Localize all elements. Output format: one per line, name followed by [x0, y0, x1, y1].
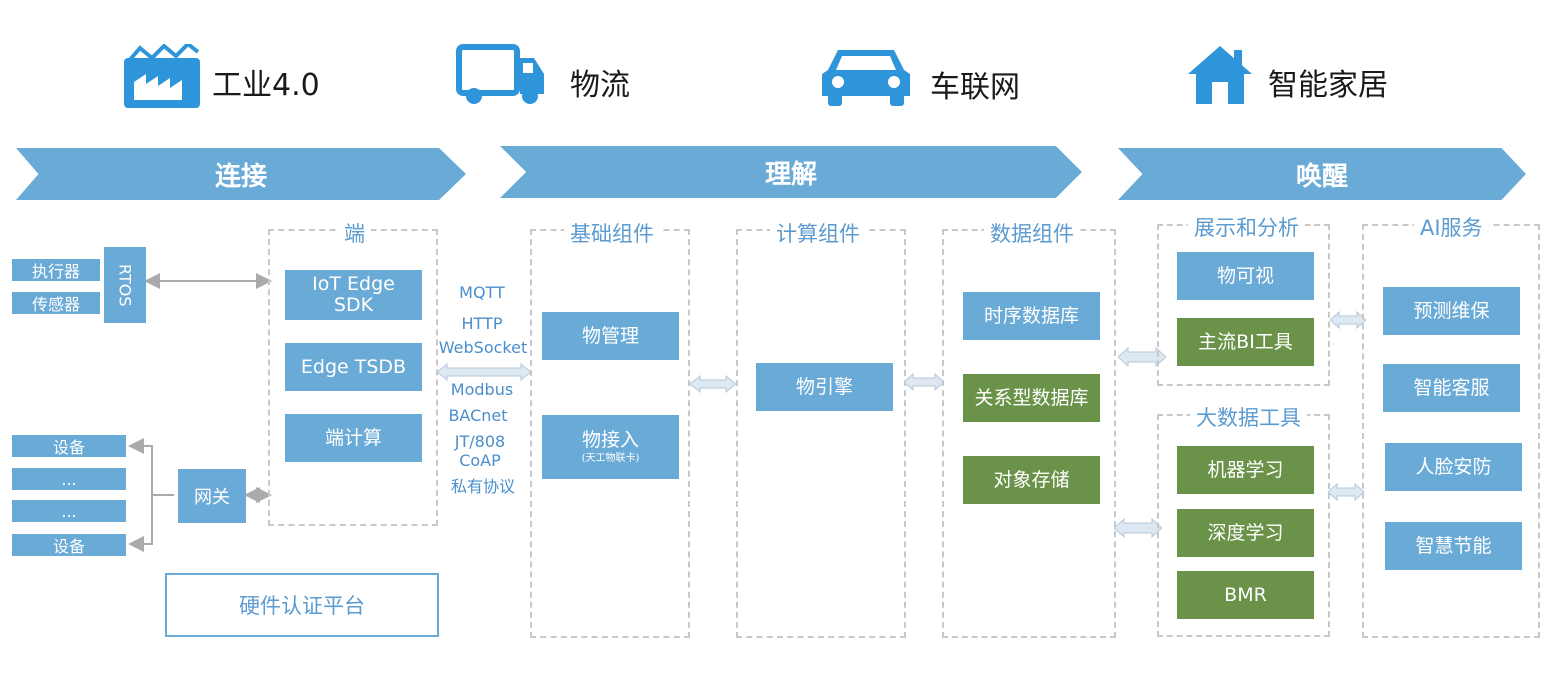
bigdata-group-title: 大数据工具 [1190, 402, 1307, 432]
object-storage-box: 对象存储 [963, 456, 1100, 504]
thing-manage-label: 物管理 [581, 324, 639, 347]
protocol-label: MQTT [459, 283, 505, 302]
gateway-box: 网关 [178, 469, 246, 523]
machine-learning-label: 机器学习 [1207, 458, 1284, 481]
energy-saving-box: 智慧节能 [1385, 522, 1522, 570]
device-ellipsis: ... [12, 468, 126, 490]
bi-tools-box: 主流BI工具 [1177, 318, 1314, 366]
tsdb-label: 时序数据库 [983, 304, 1079, 327]
basic-group-title: 基础组件 [564, 218, 660, 248]
edge-compute-box: 端计算 [285, 414, 422, 462]
rtos-box: RTOS [104, 247, 146, 323]
device-item: 设备 [12, 435, 126, 457]
display-group-title: 展示和分析 [1188, 212, 1305, 242]
deep-learning-box: 深度学习 [1177, 509, 1314, 557]
hardware-platform-box: 硬件认证平台 [165, 573, 439, 637]
machine-learning-box: 机器学习 [1177, 446, 1314, 494]
double-arrow-protocols [436, 362, 532, 382]
stage-awaken-label: 唤醒 [1295, 161, 1348, 192]
data-group-title: 数据组件 [984, 218, 1080, 248]
iot-edge-sdk-box: IoT Edge SDK [285, 270, 422, 320]
device-sensor: 传感器 [12, 292, 100, 314]
double-arrow-display-ai [1329, 310, 1367, 330]
thing-manage-box: 物管理 [542, 312, 679, 360]
protocol-label: HTTP [461, 314, 503, 333]
rtos-label: RTOS [115, 263, 135, 307]
thing-access-box: 物接入 (天工物联卡) [542, 415, 679, 479]
double-arrow-bigdata-ai [1327, 482, 1365, 502]
bmr-box: BMR [1177, 571, 1314, 619]
bi-tools-label: 主流BI工具 [1198, 330, 1293, 353]
edge-group-title: 端 [338, 218, 371, 248]
stage-connect-label: 连接 [214, 161, 267, 192]
hardware-platform-label: 硬件认证平台 [239, 594, 365, 618]
stage-understand-label: 理解 [764, 159, 817, 190]
bmr-label: BMR [1224, 583, 1267, 606]
protocol-label: CoAP [459, 451, 501, 470]
factory-icon [124, 41, 200, 108]
car-icon [820, 44, 912, 108]
protocol-label: JT/808 [454, 432, 506, 451]
industry-label-logistics: 物流 [570, 68, 630, 103]
tsdb-box: 时序数据库 [963, 292, 1100, 340]
double-arrow-data-bigdata [1113, 517, 1163, 539]
stage-understand: 理解 [500, 146, 1082, 198]
data-group [942, 229, 1116, 638]
house-icon [1186, 44, 1254, 106]
device-ellipsis: ... [12, 500, 126, 522]
protocol-label: 私有协议 [450, 477, 515, 496]
protocol-label: WebSocket [438, 338, 528, 357]
double-arrow-basic-compute [689, 374, 737, 394]
thing-engine-label: 物引擎 [795, 375, 853, 398]
rdb-box: 关系型数据库 [963, 374, 1100, 422]
industry-label-iov: 车联网 [930, 70, 1020, 105]
stage-connect: 连接 [16, 148, 466, 200]
smart-service-box: 智能客服 [1383, 364, 1520, 412]
face-security-label: 人脸安防 [1415, 455, 1492, 478]
industry-label-industry40: 工业4.0 [212, 68, 320, 103]
object-storage-label: 对象存储 [993, 468, 1070, 491]
edge-tsdb-box: Edge TSDB [285, 343, 422, 391]
device-item: 设备 [12, 534, 126, 556]
compute-group-title: 计算组件 [770, 218, 866, 248]
face-security-box: 人脸安防 [1385, 443, 1522, 491]
protocol-label: Modbus [450, 380, 514, 399]
predictive-maintenance-label: 预测维保 [1413, 299, 1490, 322]
smart-service-label: 智能客服 [1413, 376, 1490, 399]
deep-learning-label: 深度学习 [1207, 521, 1284, 544]
device-actuator: 执行器 [12, 259, 100, 281]
protocol-label: BACnet [448, 406, 508, 425]
thing-access-label: 物接入 [581, 428, 639, 451]
industry-label-smarthome: 智能家居 [1268, 68, 1388, 103]
thing-engine-box: 物引擎 [756, 363, 893, 411]
stage-awaken: 唤醒 [1118, 148, 1526, 200]
visualize-box: 物可视 [1177, 252, 1314, 300]
ai-group-title: AI服务 [1414, 212, 1489, 242]
compute-group [736, 229, 906, 638]
double-arrow-compute-data [903, 372, 945, 392]
iot-edge-sdk-label: IoT Edge SDK [312, 273, 395, 316]
truck-icon [456, 44, 546, 106]
edge-tsdb-label: Edge TSDB [300, 355, 407, 378]
visualize-label: 物可视 [1216, 264, 1274, 287]
predictive-maintenance-box: 预测维保 [1383, 287, 1520, 335]
rdb-label: 关系型数据库 [974, 386, 1089, 409]
energy-saving-label: 智慧节能 [1415, 534, 1492, 557]
thing-access-sublabel: (天工物联卡) [581, 453, 640, 465]
edge-compute-label: 端计算 [324, 426, 382, 449]
